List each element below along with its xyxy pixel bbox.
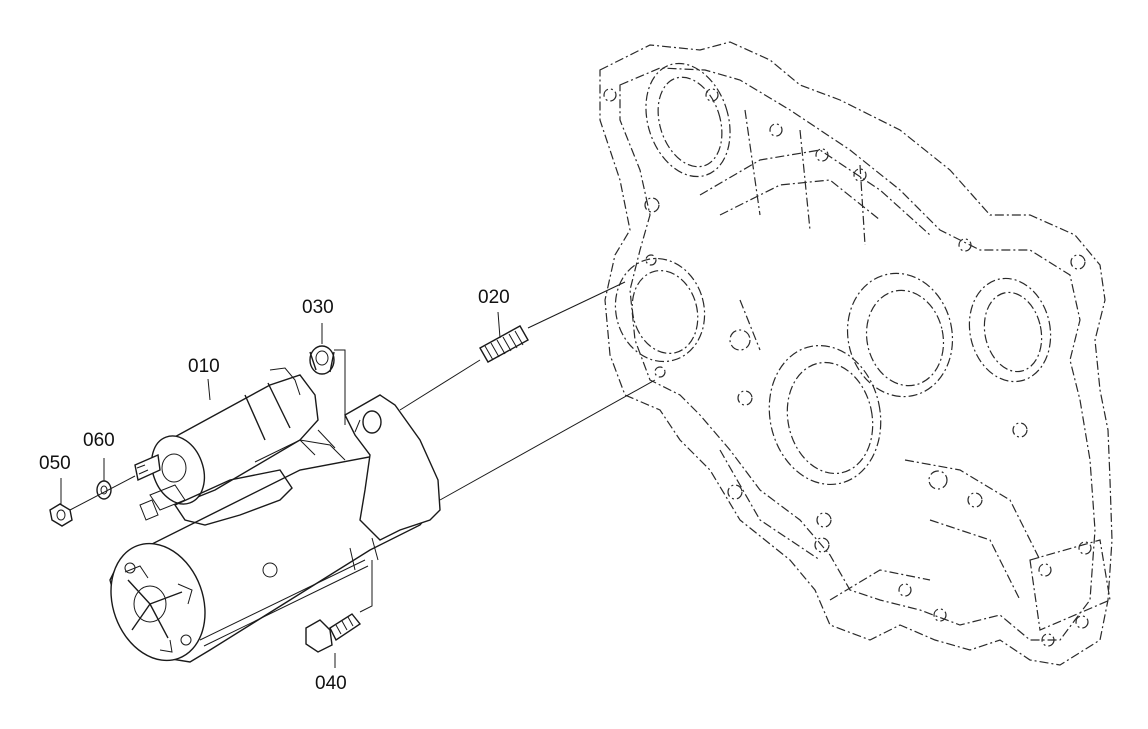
nut-030: [309, 345, 335, 375]
bolt-040: [305, 613, 362, 653]
starter-motor: [109, 367, 441, 663]
gear-case-housing: [599, 41, 1113, 666]
callout-030: 030: [302, 297, 334, 318]
assembly-lines: [60, 281, 656, 668]
stud-020: [479, 325, 529, 363]
callout-040: 040: [315, 673, 347, 694]
nut-050: [49, 503, 73, 527]
callout-020: 020: [478, 287, 510, 308]
callout-050: 050: [39, 453, 71, 474]
callout-010: 010: [188, 356, 220, 377]
callout-060: 060: [83, 430, 115, 451]
